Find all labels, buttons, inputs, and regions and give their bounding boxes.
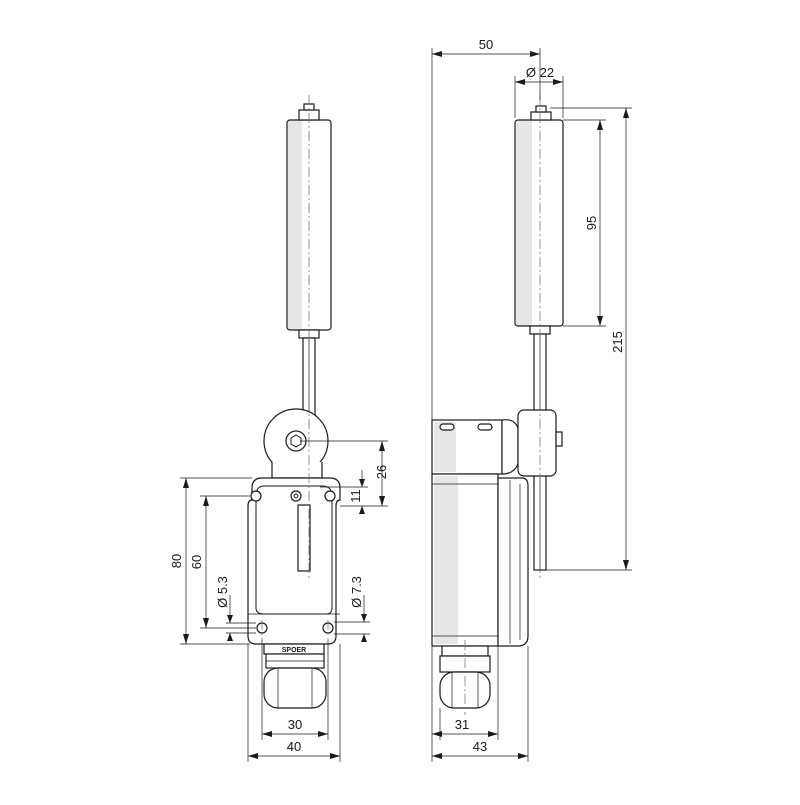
dim-30: 30 [261, 640, 329, 740]
dim-31: 31 [432, 646, 499, 740]
dim-215-label: 215 [610, 331, 625, 353]
side-roller [514, 105, 564, 335]
spoer-logo-text: SPOER [282, 647, 307, 654]
dim-26: 26 [300, 440, 389, 507]
dim-d22: Ø 22 [514, 65, 564, 118]
dim-d73-label: Ø 7.3 [349, 576, 364, 608]
side-view: 50 Ø 22 95 215 [431, 37, 632, 762]
dim-11-label: 11 [348, 489, 363, 503]
dim-43: 43 [431, 646, 529, 762]
side-housing [431, 473, 529, 647]
dim-40: 40 [247, 644, 341, 762]
front-view: SPOER 80 60 [169, 95, 389, 762]
dim-d53: Ø 5.3 [215, 576, 256, 641]
dim-26-label: 26 [374, 465, 389, 479]
front-logo: SPOER [263, 643, 325, 655]
front-housing [247, 477, 341, 645]
dim-80: 80 [169, 477, 252, 645]
side-lever-head [431, 409, 563, 477]
dim-80-label: 80 [169, 554, 184, 568]
dim-95-label: 95 [584, 216, 599, 230]
dim-60: 60 [189, 495, 256, 629]
dim-60-label: 60 [189, 555, 204, 569]
front-cable-gland [263, 653, 327, 709]
dim-50: 50 [431, 37, 541, 420]
dim-d22-label: Ø 22 [526, 65, 554, 80]
dim-40-label: 40 [287, 739, 301, 754]
dim-50-label: 50 [479, 37, 493, 52]
front-rotary-head [263, 408, 329, 479]
dim-d53-label: Ø 5.3 [215, 576, 230, 608]
dim-31-label: 31 [455, 717, 469, 732]
dim-43-label: 43 [473, 739, 487, 754]
dim-11: 11 [320, 470, 368, 514]
dim-d73: Ø 7.3 [334, 576, 370, 642]
dim-30-label: 30 [288, 717, 302, 732]
dim-95: 95 [563, 119, 606, 327]
dim-215: 215 [546, 107, 632, 571]
